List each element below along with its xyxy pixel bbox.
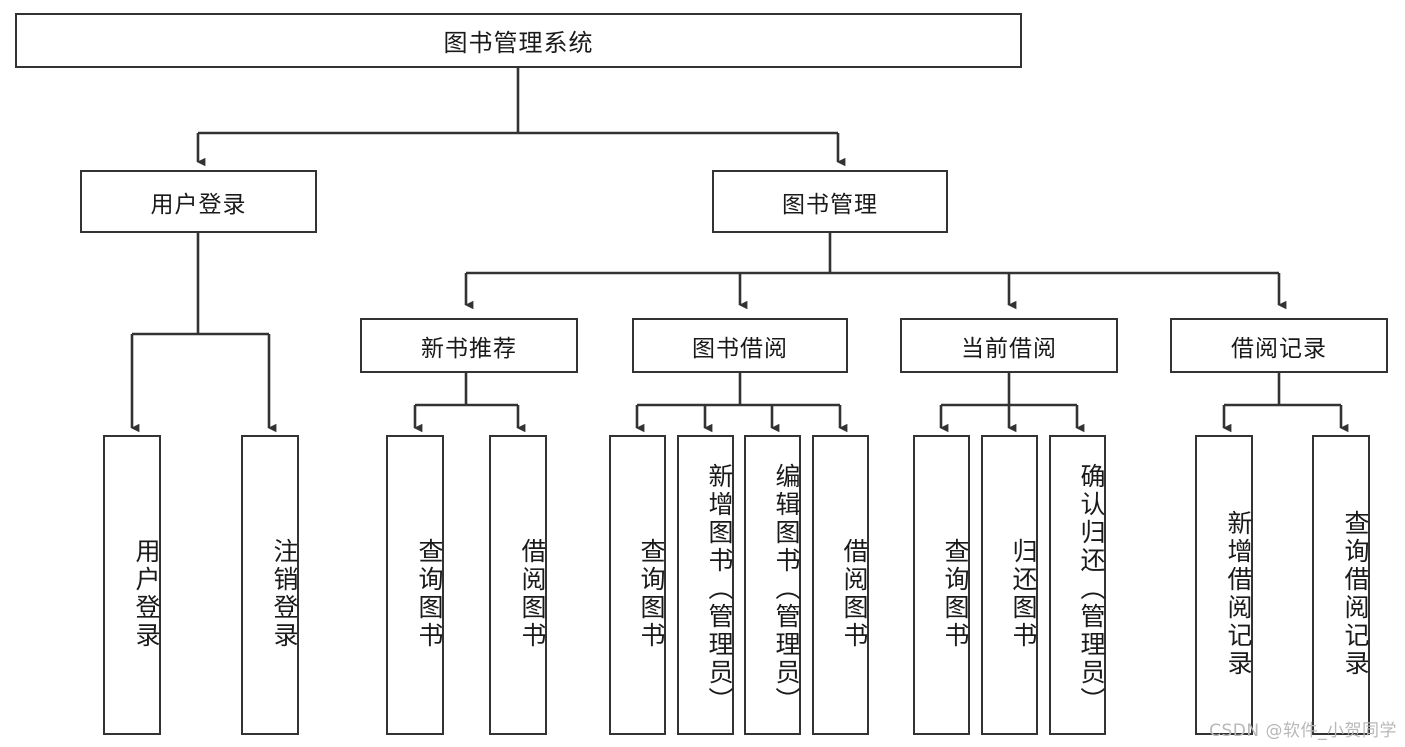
- leaf-borrow-add-book-admin[interactable]: 新增图书（管理员）: [677, 435, 734, 735]
- node-label: 用户登录: [150, 191, 247, 218]
- node-label: 当前借阅: [961, 335, 1057, 362]
- node-label: 查询借阅记录: [1341, 510, 1370, 678]
- node-label: 归还图书: [1009, 538, 1038, 650]
- node-user-login[interactable]: 用户登录: [80, 170, 317, 233]
- csdn-watermark: CSDN @软件_小贺同学: [1209, 721, 1397, 741]
- node-label: 用户登录: [132, 538, 161, 650]
- node-label: 新书推荐: [421, 335, 517, 362]
- node-current-borrow[interactable]: 当前借阅: [900, 318, 1118, 373]
- leaf-user-login-signout[interactable]: 注销登录: [241, 435, 299, 735]
- node-label: 查询图书: [941, 538, 970, 650]
- node-label: 新增图书（管理员）: [705, 463, 734, 715]
- node-label: 编辑图书（管理员）: [772, 463, 801, 715]
- leaf-current-return-book[interactable]: 归还图书: [981, 435, 1038, 735]
- node-new-book-recommend[interactable]: 新书推荐: [360, 318, 578, 373]
- node-book-management[interactable]: 图书管理: [712, 170, 948, 233]
- node-label: 注销登录: [270, 538, 299, 650]
- leaf-record-query-record[interactable]: 查询借阅记录: [1312, 435, 1370, 735]
- node-borrow-record[interactable]: 借阅记录: [1170, 318, 1388, 373]
- node-label: 借阅图书: [518, 538, 547, 650]
- node-label: 查询图书: [637, 538, 666, 650]
- node-book-borrow[interactable]: 图书借阅: [632, 318, 848, 373]
- node-root-system[interactable]: 图书管理系统: [15, 13, 1022, 68]
- leaf-current-query-book[interactable]: 查询图书: [913, 435, 970, 735]
- leaf-new-book-borrow[interactable]: 借阅图书: [489, 435, 547, 735]
- node-label: 借阅记录: [1231, 335, 1327, 362]
- leaf-user-login-signin[interactable]: 用户登录: [103, 435, 161, 735]
- node-label: 图书借阅: [692, 335, 788, 362]
- leaf-borrow-query-book[interactable]: 查询图书: [609, 435, 666, 735]
- node-label: 查询图书: [415, 538, 444, 650]
- leaf-borrow-borrow-book[interactable]: 借阅图书: [812, 435, 869, 735]
- node-label: 借阅图书: [840, 538, 869, 650]
- node-label: 图书管理: [782, 191, 878, 218]
- node-label: 新增借阅记录: [1224, 510, 1253, 678]
- node-label: 确认归还（管理员）: [1077, 463, 1106, 715]
- leaf-borrow-edit-book-admin[interactable]: 编辑图书（管理员）: [744, 435, 801, 735]
- leaf-record-add-record[interactable]: 新增借阅记录: [1195, 435, 1253, 735]
- leaf-current-confirm-return-admin[interactable]: 确认归还（管理员）: [1049, 435, 1106, 735]
- leaf-new-book-query[interactable]: 查询图书: [386, 435, 444, 735]
- node-label: 图书管理系统: [443, 29, 594, 57]
